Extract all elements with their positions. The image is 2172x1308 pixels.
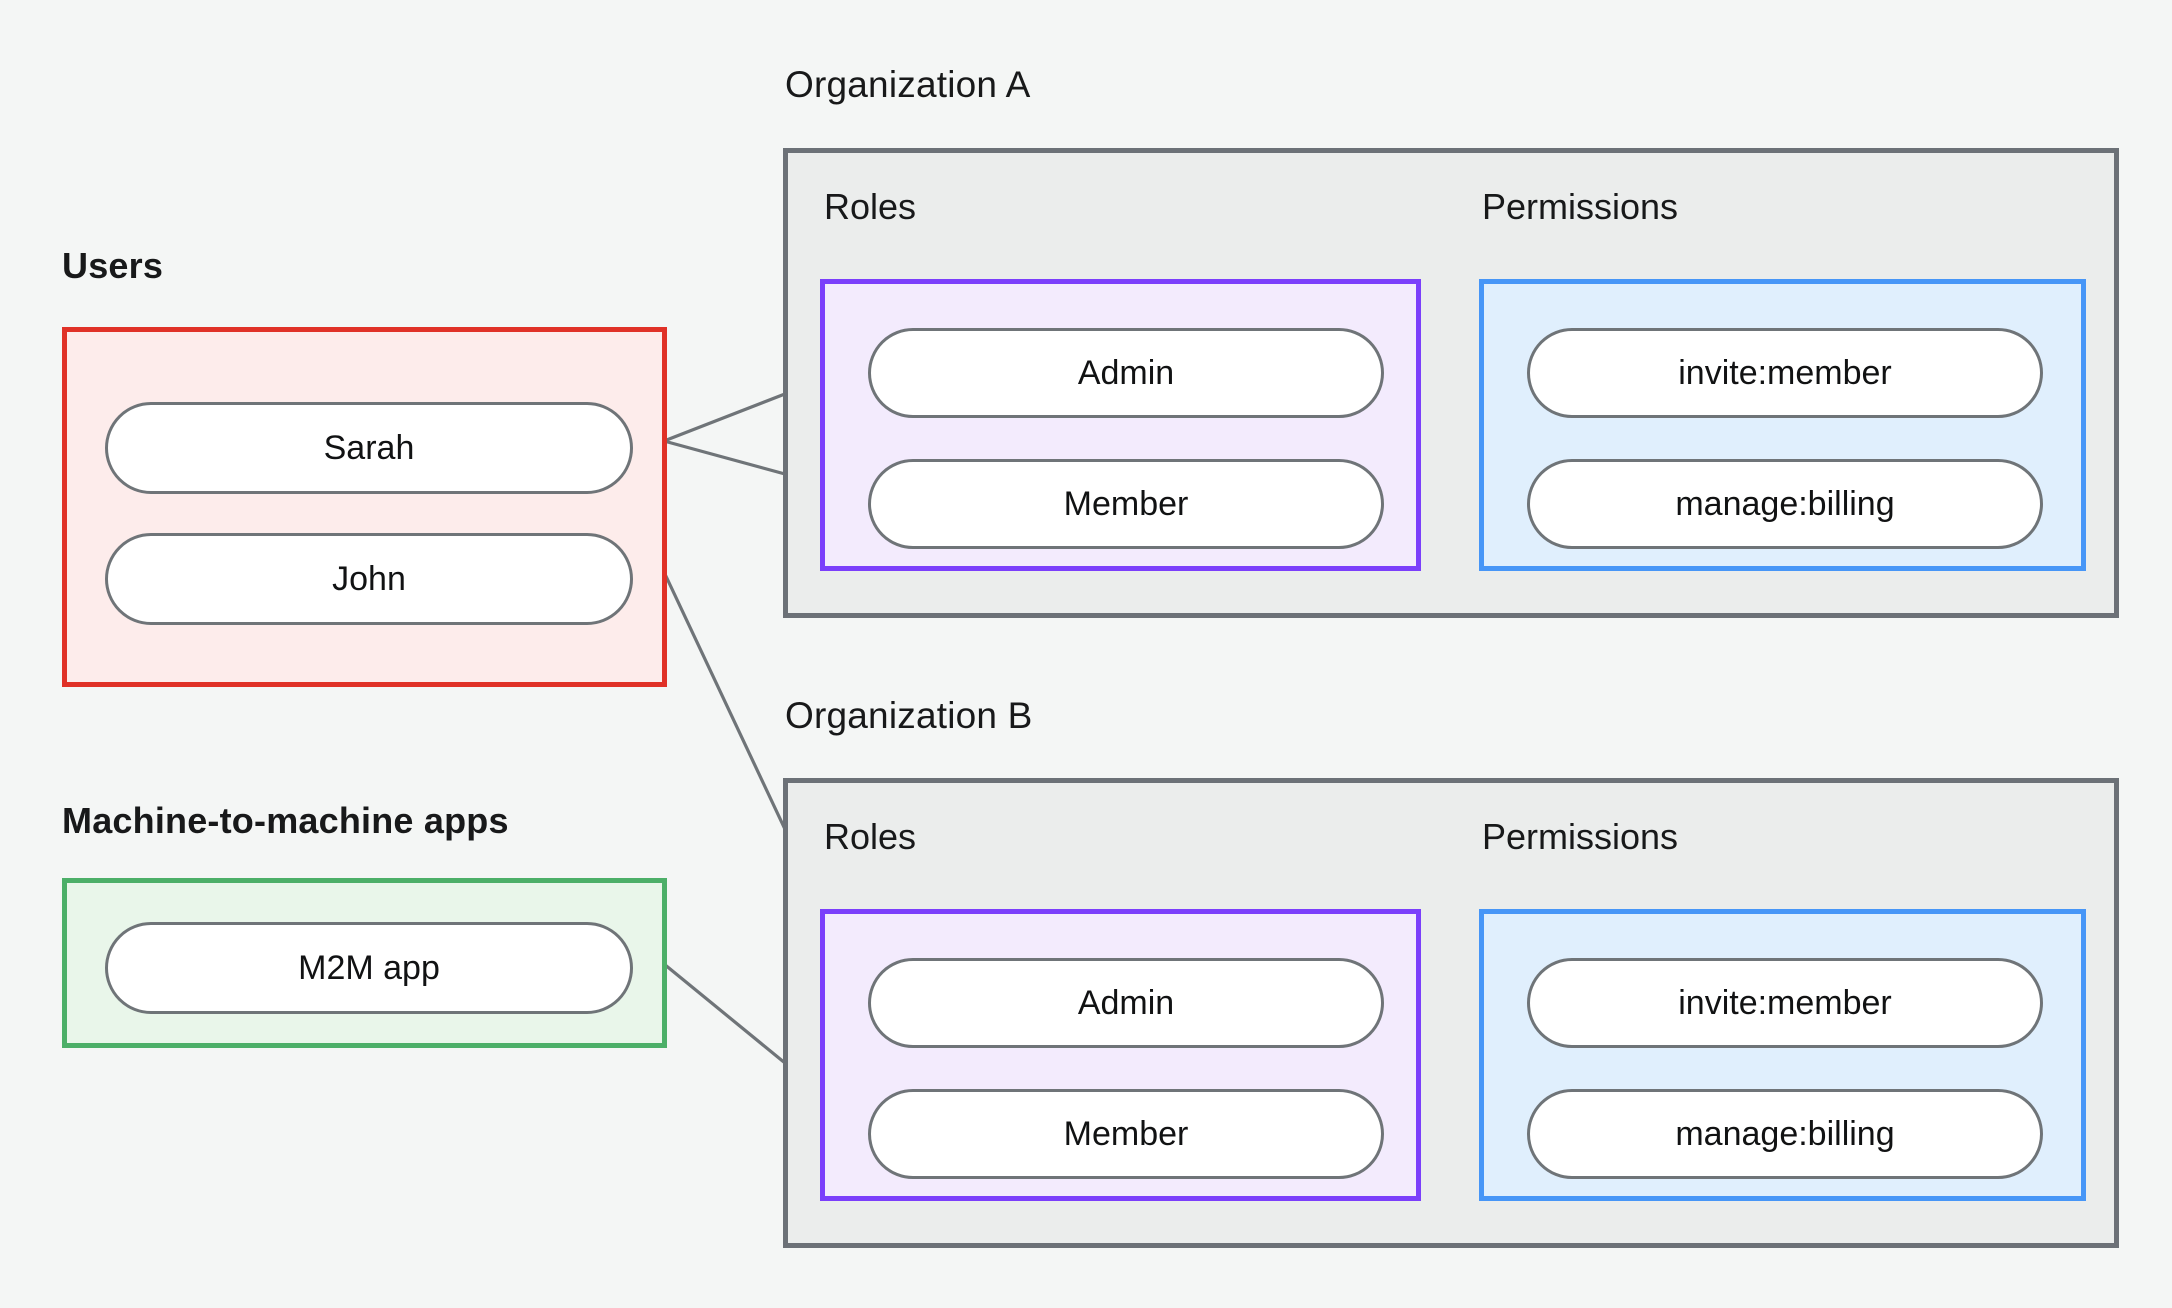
org-a-roles-box: Admin Member (820, 279, 1421, 571)
organization-a-caption: Organization A (785, 64, 1031, 105)
machines-group-box: M2M app (62, 878, 667, 1048)
org-b-permission-invite-member[interactable]: invite:member (1527, 958, 2043, 1048)
organization-b-caption: Organization B (785, 695, 1033, 736)
users-group-caption: Users (62, 245, 164, 286)
org-b-role-member[interactable]: Member (868, 1089, 1384, 1179)
org-a-role-member[interactable]: Member (868, 459, 1384, 549)
org-b-roles-box: Admin Member (820, 909, 1421, 1201)
org-a-permission-manage-billing[interactable]: manage:billing (1527, 459, 2043, 549)
organization-a-box: Roles Permissions Admin Member invite:me… (783, 148, 2119, 618)
org-a-role-admin[interactable]: Admin (868, 328, 1384, 418)
org-a-permission-invite-member[interactable]: invite:member (1527, 328, 2043, 418)
users-group-box: Sarah John (62, 327, 667, 687)
org-b-permissions-label: Permissions (1482, 816, 1679, 857)
org-a-permissions-box: invite:member manage:billing (1479, 279, 2086, 571)
org-b-role-admin[interactable]: Admin (868, 958, 1384, 1048)
machines-group-caption: Machine-to-machine apps (62, 800, 509, 841)
node-john[interactable]: John (105, 533, 633, 625)
node-sarah[interactable]: Sarah (105, 402, 633, 494)
org-b-permission-manage-billing[interactable]: manage:billing (1527, 1089, 2043, 1179)
organization-b-box: Roles Permissions Admin Member invite:me… (783, 778, 2119, 1248)
org-a-roles-label: Roles (824, 186, 917, 227)
org-b-permissions-box: invite:member manage:billing (1479, 909, 2086, 1201)
org-a-permissions-label: Permissions (1482, 186, 1679, 227)
node-m2m-app[interactable]: M2M app (105, 922, 633, 1014)
org-b-roles-label: Roles (824, 816, 917, 857)
